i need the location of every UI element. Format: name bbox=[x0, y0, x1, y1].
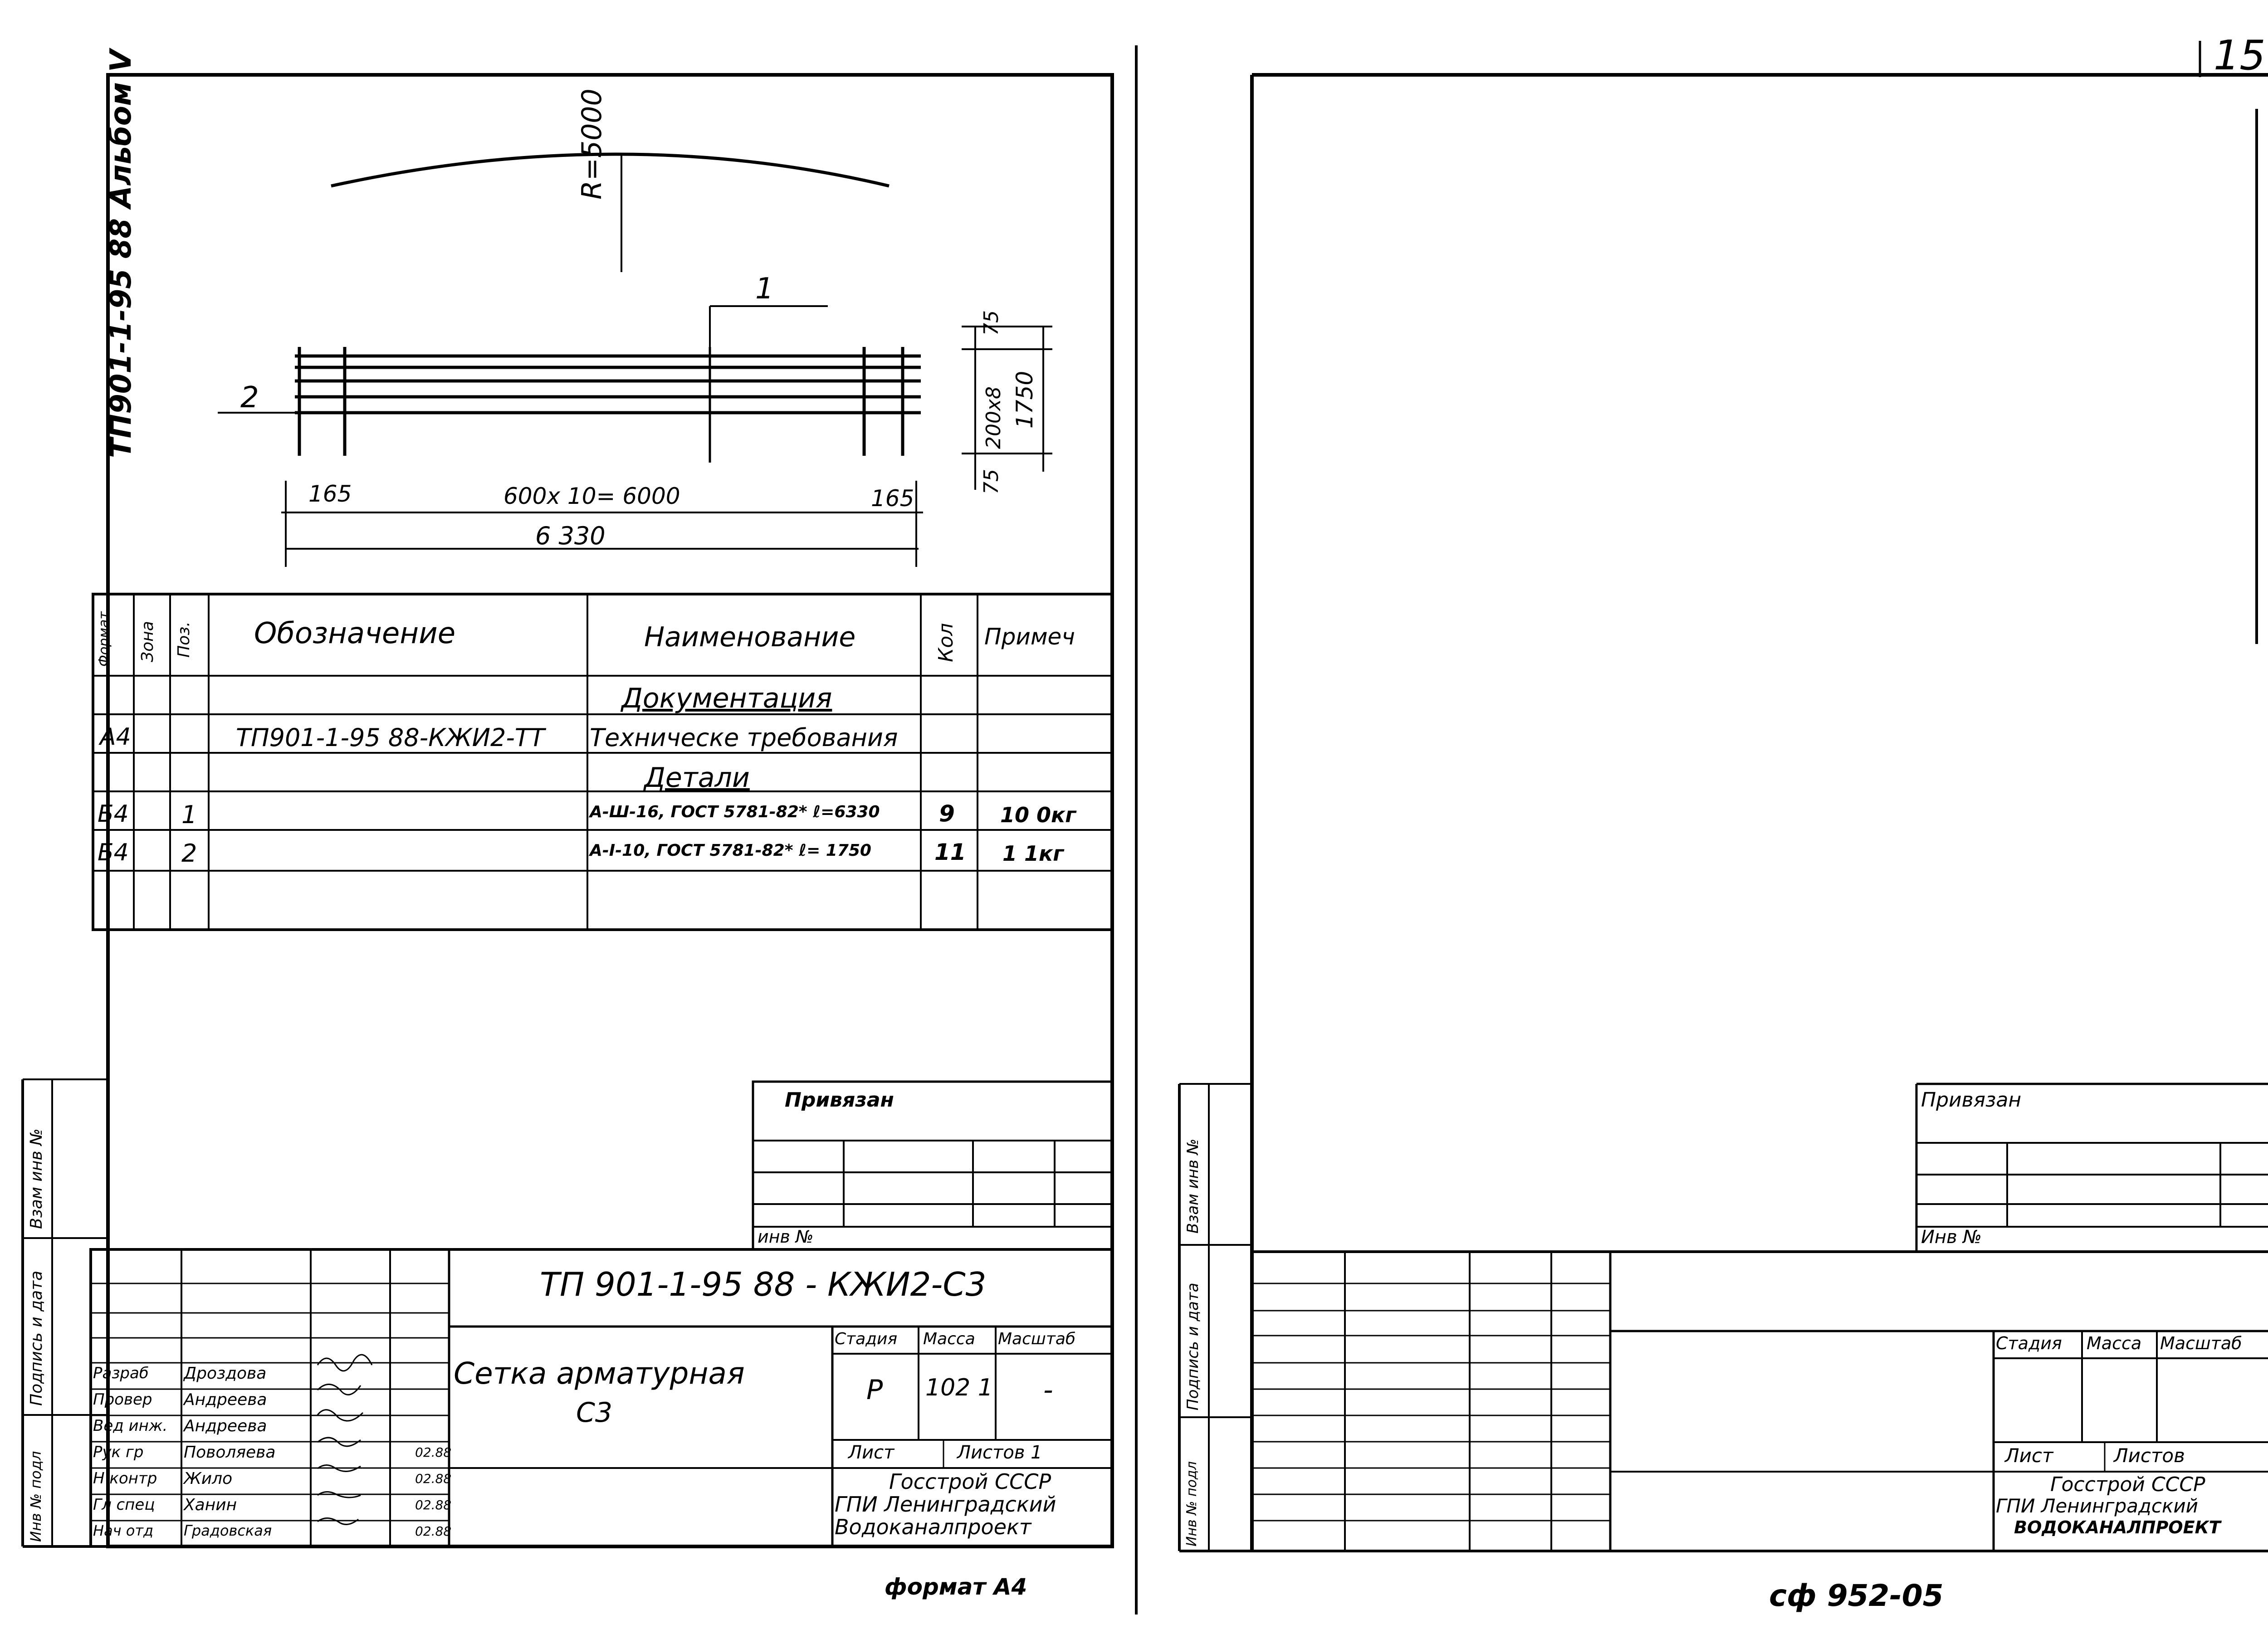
row1-qty: 9 bbox=[939, 800, 955, 827]
left-mass-val: 102 1 bbox=[925, 1374, 993, 1401]
hdr-designation: Обозначение bbox=[254, 617, 456, 650]
left-side-label-3: Инв № подл bbox=[27, 1451, 44, 1542]
name-7: Градовская bbox=[184, 1522, 272, 1539]
right-side-label-3: Инв № подл bbox=[1184, 1461, 1200, 1546]
dim-offset-bottom: 75 bbox=[980, 469, 1003, 494]
row-doc-name: Техническе требования bbox=[590, 723, 898, 752]
row-doc-format: А4 bbox=[100, 723, 131, 751]
name-6: Ханин bbox=[184, 1496, 237, 1514]
role-4: Рук гр bbox=[93, 1443, 144, 1461]
dim-spacing-y: 200x8 bbox=[982, 386, 1005, 449]
signature-scribbles bbox=[317, 1354, 373, 1525]
role-2: Провер bbox=[93, 1390, 152, 1409]
left-scale-val: - bbox=[1043, 1374, 1053, 1406]
left-doc-code: ТП 901-1-95 88 - КЖИ2-С3 bbox=[540, 1265, 987, 1303]
section-details: Детали bbox=[644, 762, 750, 794]
row-doc-designation: ТП901-1-95 88-КЖИ2-ТТ bbox=[236, 723, 545, 752]
dim-total-length: 6 330 bbox=[535, 522, 606, 550]
date-7: 02.88 bbox=[415, 1524, 452, 1539]
right-inv-no: Инв № bbox=[1921, 1227, 1982, 1248]
role-3: Вед инж. bbox=[93, 1417, 168, 1435]
role-6: Гл спец bbox=[93, 1496, 155, 1514]
left-side-label-2: Подпись и дата bbox=[27, 1270, 46, 1406]
left-stage-hdr: Стадия bbox=[835, 1330, 898, 1348]
right-sheets-lbl: Листов bbox=[2114, 1444, 2185, 1467]
row2-qty: 11 bbox=[934, 839, 966, 865]
hdr-note: Примеч bbox=[984, 624, 1075, 650]
dim-end-left: 165 bbox=[308, 481, 352, 507]
left-org-3: Водоканалпроект bbox=[835, 1515, 1031, 1539]
left-scale-hdr: Масштаб bbox=[998, 1330, 1076, 1348]
name-1: Дроздова bbox=[184, 1364, 267, 1383]
left-mass-hdr: Масса bbox=[923, 1330, 975, 1348]
row2-pos: 2 bbox=[181, 839, 197, 868]
mesh-drawing bbox=[218, 152, 1052, 567]
album-reference: ТП901-1-95 88 Альбом V bbox=[104, 49, 138, 458]
dim-spacing-x: 600x 10= 6000 bbox=[503, 483, 680, 509]
right-stage-hdr: Стадия bbox=[1996, 1333, 2062, 1353]
role-7: Нач отд bbox=[93, 1522, 154, 1539]
right-org-3: ВОДОКАНАЛПРОЕКТ bbox=[2014, 1517, 2221, 1537]
position-2-label: 2 bbox=[240, 381, 259, 415]
name-3: Андреева bbox=[184, 1417, 267, 1435]
radius-label: R=5000 bbox=[576, 88, 608, 200]
hdr-name: Наименование bbox=[644, 621, 856, 653]
left-title-line2: С3 bbox=[576, 1397, 613, 1429]
left-side-label-1: Взам инв № bbox=[27, 1128, 46, 1229]
hdr-zone: Зона bbox=[138, 621, 157, 662]
right-mass-hdr: Масса bbox=[2087, 1333, 2142, 1353]
right-side-label-2: Подпись и дата bbox=[1184, 1283, 1202, 1410]
left-privyazan: Привязан bbox=[785, 1088, 894, 1112]
right-org-1: Госстрой СССР bbox=[2050, 1473, 2205, 1496]
date-5: 02.88 bbox=[415, 1471, 452, 1486]
hdr-format: Формат bbox=[96, 611, 112, 667]
page-number: 15 bbox=[2214, 32, 2266, 79]
date-6: 02.88 bbox=[415, 1497, 452, 1512]
name-2: Андреева bbox=[184, 1390, 267, 1409]
row1-pos: 1 bbox=[181, 800, 197, 829]
left-org-1: Госстрой СССР bbox=[889, 1469, 1051, 1494]
left-sheet-lbl: Лист bbox=[848, 1442, 894, 1463]
row2-note: 1 1кг bbox=[1002, 841, 1064, 866]
left-title-line1: Сетка арматурная bbox=[454, 1356, 745, 1391]
hdr-qty: Кол bbox=[934, 623, 958, 662]
dim-total-width: 1750 bbox=[1012, 371, 1038, 429]
section-documentation: Документация bbox=[621, 683, 832, 714]
left-stage-val: Р bbox=[866, 1374, 883, 1406]
left-inv-no: инв № bbox=[758, 1227, 814, 1247]
date-4: 02.88 bbox=[415, 1445, 452, 1460]
role-1: Разраб bbox=[93, 1364, 149, 1382]
row1-format: Б4 bbox=[98, 800, 129, 828]
left-org-2: ГПИ Ленинградский bbox=[835, 1492, 1056, 1517]
name-4: Поволяева bbox=[184, 1443, 276, 1462]
format-note: формат А4 bbox=[885, 1574, 1027, 1600]
right-bottom-code: сф 952-05 bbox=[1769, 1578, 1944, 1613]
row2-format: Б4 bbox=[98, 839, 129, 866]
right-scale-hdr: Масштаб bbox=[2160, 1333, 2242, 1353]
position-1-label: 1 bbox=[755, 272, 774, 306]
right-sheet-lbl: Лист bbox=[2005, 1444, 2053, 1467]
row1-note: 10 0кг bbox=[1000, 803, 1076, 827]
dim-end-right: 165 bbox=[871, 485, 914, 512]
row1-name: А-Ш-16, ГОСТ 5781-82* ℓ=6330 bbox=[590, 803, 880, 821]
role-5: Н контр bbox=[93, 1469, 157, 1488]
row2-name: А-I-10, ГОСТ 5781-82* ℓ= 1750 bbox=[590, 841, 871, 860]
left-sheets-lbl: Листов 1 bbox=[957, 1442, 1042, 1463]
right-side-label-1: Взам инв № bbox=[1184, 1138, 1202, 1234]
hdr-pos: Поз. bbox=[175, 621, 193, 658]
name-5: Жило bbox=[184, 1469, 233, 1488]
dim-offset-top: 75 bbox=[980, 310, 1003, 336]
right-privyazan: Привязан bbox=[1921, 1088, 2022, 1112]
right-org-2: ГПИ Ленинградский bbox=[1996, 1495, 2198, 1517]
